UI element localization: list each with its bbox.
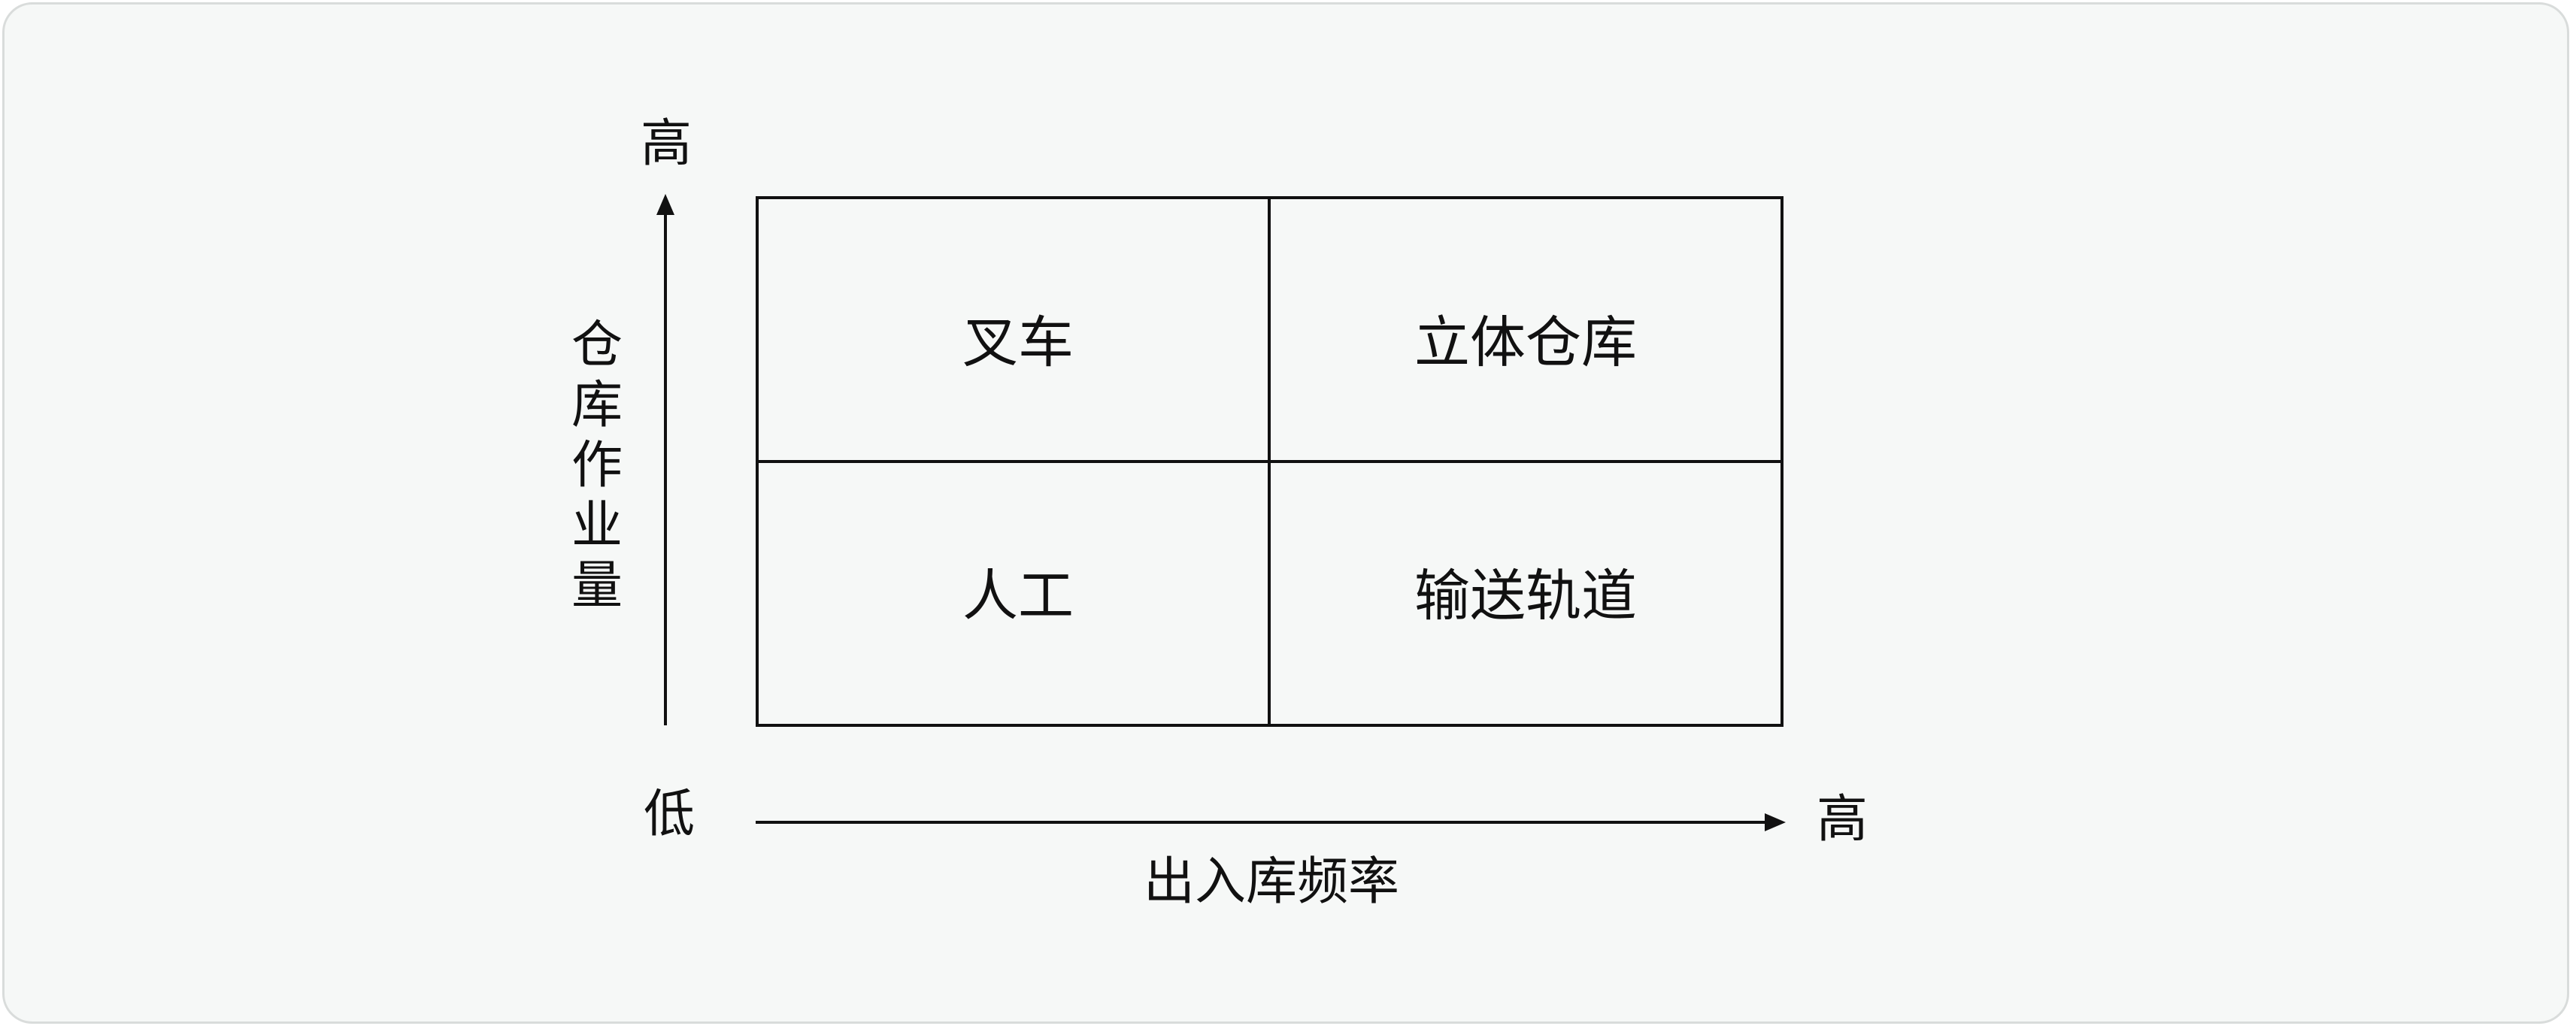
y-axis-title: 仓库作业量 <box>571 316 623 616</box>
y-axis-low-label: 低 <box>644 785 696 844</box>
quadrant-bottom-right-label: 输送轨道 <box>1414 564 1637 628</box>
x-axis-arrowhead <box>1765 813 1786 831</box>
x-axis-high-label: 高 <box>1817 790 1868 849</box>
y-axis-arrowhead <box>656 194 674 215</box>
quadrant-bottom-left-label: 人工 <box>962 564 1074 628</box>
quadrant-top-left-label: 叉车 <box>962 310 1074 375</box>
y-axis-high-label: 高 <box>641 114 692 174</box>
x-axis-title: 出入库频率 <box>1144 852 1400 912</box>
quadrant-top-right-label: 立体仓库 <box>1414 310 1637 375</box>
